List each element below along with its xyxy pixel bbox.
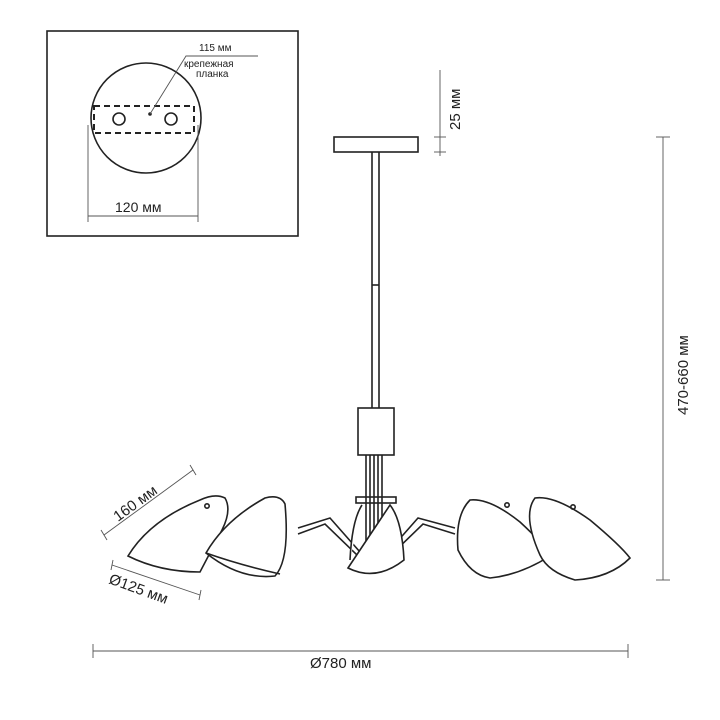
bracket-label: крепежная bbox=[184, 59, 234, 70]
svg-text:Ø125 мм: Ø125 мм bbox=[107, 571, 171, 608]
bracket-label-2: планка bbox=[196, 69, 229, 80]
canopy-diameter-label: 120 мм bbox=[115, 199, 162, 215]
canopy-height-dimension: 25 мм bbox=[434, 70, 464, 156]
svg-text:Ø780 мм: Ø780 мм bbox=[310, 655, 372, 672]
mounting-inset: 115 мм крепежная планка 120 мм bbox=[46, 30, 299, 237]
svg-text:160 мм: 160 мм bbox=[110, 482, 160, 525]
svg-text:470-660 мм: 470-660 мм bbox=[675, 335, 692, 415]
svg-text:25 мм: 25 мм bbox=[447, 89, 464, 130]
ceiling-canopy bbox=[333, 136, 419, 153]
mounting-bracket bbox=[93, 105, 195, 134]
canopy-circle bbox=[90, 62, 202, 174]
total-height-dimension: 470-660 мм bbox=[656, 136, 692, 581]
chandelier bbox=[126, 136, 632, 581]
overall-diameter-dimension: Ø780 мм bbox=[92, 644, 629, 672]
bracket-length-label: 115 мм bbox=[199, 43, 232, 54]
central-body bbox=[357, 407, 395, 456]
